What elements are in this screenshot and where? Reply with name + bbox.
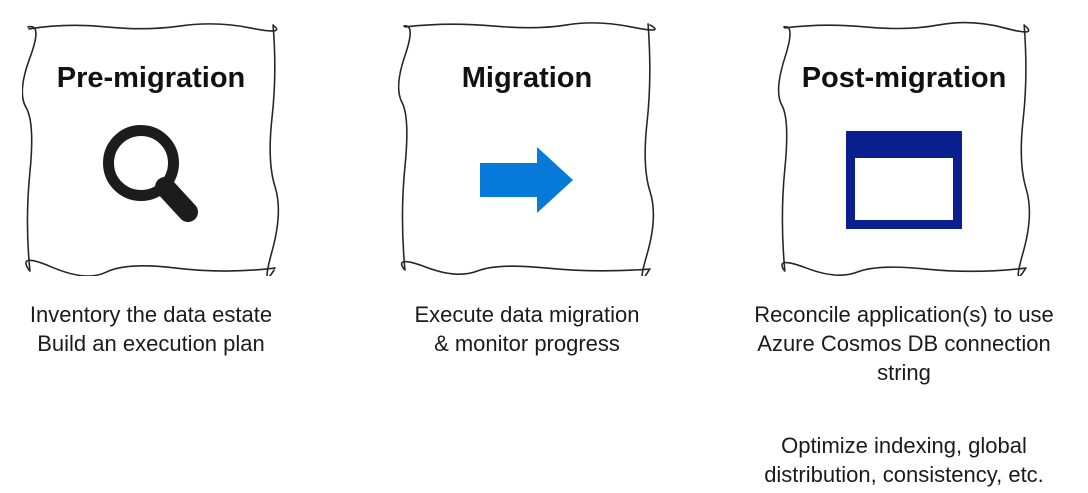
caption-paragraph: Optimize indexing, global distribution, … [734, 431, 1074, 489]
caption-line: distribution, consistency, etc. [764, 462, 1044, 487]
caption-line: Azure Cosmos DB connection [757, 331, 1051, 356]
caption-paragraph: Reconcile application(s) to use Azure Co… [734, 300, 1074, 387]
caption-line: Reconcile application(s) to use [754, 302, 1054, 327]
arrow-right-icon [480, 147, 573, 213]
magnifier-icon [103, 125, 198, 222]
phase-column-post-migration: Post-migration Reconcile application(s) … [734, 0, 1074, 493]
caption-line: string [877, 360, 931, 385]
icon-area [22, 121, 280, 233]
phase-title-pre-migration: Pre-migration [56, 62, 246, 94]
pre-migration-caption: Inventory the data estate Build an execu… [0, 300, 302, 358]
post-migration-caption: Reconcile application(s) to use Azure Co… [734, 300, 1074, 489]
icon-area [398, 147, 656, 213]
phase-column-migration: Migration Execute data migration & monit… [376, 0, 678, 493]
caption-line: Build an execution plan [37, 331, 265, 356]
pre-migration-box: Pre-migration [22, 18, 280, 276]
window-icon [846, 131, 962, 229]
sketch-frame [777, 21, 1030, 276]
caption-paragraph: Execute data migration & monitor progres… [376, 300, 678, 358]
phase-title-migration: Migration [461, 62, 593, 94]
post-migration-box: Post-migration [777, 18, 1032, 276]
migration-caption: Execute data migration & monitor progres… [376, 300, 678, 358]
caption-paragraph: Inventory the data estate Build an execu… [0, 300, 302, 358]
caption-line: Inventory the data estate [29, 302, 273, 327]
caption-line: Execute data migration [414, 302, 640, 327]
sketch-frame [398, 22, 656, 276]
icon-area [777, 131, 1032, 229]
phase-title-post-migration: Post-migration [801, 62, 1007, 94]
migration-box: Migration [398, 18, 656, 276]
phase-column-pre-migration: Pre-migration Inventory the data estate … [0, 0, 302, 493]
caption-line: Optimize indexing, global [781, 433, 1027, 458]
caption-line: & monitor progress [434, 331, 620, 356]
sketch-frame [22, 23, 280, 276]
